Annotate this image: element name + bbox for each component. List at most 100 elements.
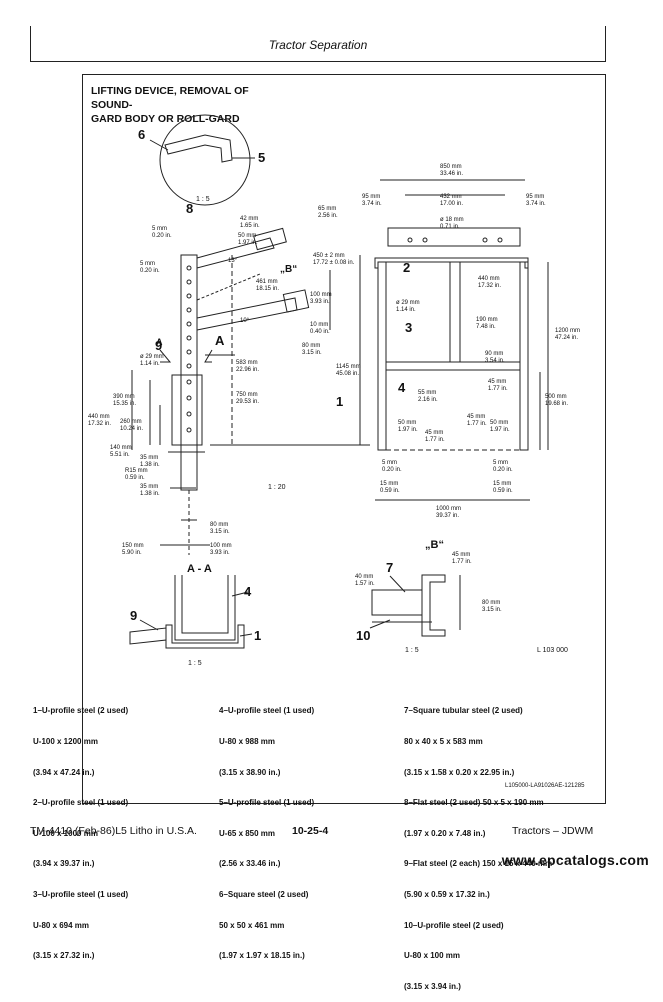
legend-line: 80 x 40 x 5 x 583 mm xyxy=(404,737,483,747)
legend-line: (5.90 x 0.59 x 17.32 in.) xyxy=(404,890,490,900)
dim-15a-in: 0.59 in. xyxy=(380,488,400,494)
figure-title-line-2: GARD BODY OR ROLL-GARD xyxy=(91,113,240,125)
right-leg xyxy=(519,261,529,451)
dim-15a: 15 mm xyxy=(380,481,398,487)
detail-callout-7: 7 xyxy=(386,560,393,575)
dim-45a: 45 mm xyxy=(488,379,506,385)
legend-line: 6–Square steel (2 used) xyxy=(219,890,309,900)
dim-90-in: 3.54 in. xyxy=(485,358,505,364)
lower-arm xyxy=(196,297,298,331)
section-aa-flatbar xyxy=(129,627,167,645)
dim-45c-in: 1.77 in. xyxy=(425,437,445,443)
dim-750-in: 29.53 in. xyxy=(236,399,259,405)
dim-10: 10 mm xyxy=(310,322,328,328)
section-callout-1: 1 xyxy=(254,628,261,643)
dim-583: 583 mm xyxy=(236,360,258,366)
dim-dia29b-in: 1.14 in. xyxy=(396,307,416,313)
dim-461-in: 18.15 in. xyxy=(256,286,279,292)
callout-6: 6 xyxy=(138,127,145,142)
dim-80a: 80 mm xyxy=(302,343,320,349)
dim-390-in: 15.35 in. xyxy=(113,401,136,407)
dim-35b-in: 1.38 in. xyxy=(140,491,160,497)
dim-95-right: 95 mm xyxy=(526,194,544,200)
footer-right: Tractors – JDWM xyxy=(512,825,594,837)
dim-100b-in: 3.93 in. xyxy=(210,550,230,556)
legend-line: U-100 x 1200 mm xyxy=(33,737,98,747)
dim-r15-in: 0.59 in. xyxy=(125,475,145,481)
dim-dia18: ø 18 mm xyxy=(440,217,464,223)
scale-top: 1 : 5 xyxy=(196,196,210,203)
callout-9: 9 xyxy=(155,338,162,353)
dim-5c: 5 mm xyxy=(382,460,397,466)
dim-45b-in: 1.77 in. xyxy=(467,421,487,427)
leader-det-7 xyxy=(389,575,406,593)
legend-line: U-100 x 1000 mm xyxy=(33,828,98,838)
scale-section: 1 : 5 xyxy=(188,660,202,667)
dim-50: 50 mm xyxy=(238,233,256,239)
dim-r15: R15 mm xyxy=(125,468,148,474)
legend-line: (1.97 x 1.97 x 18.15 in.) xyxy=(219,951,305,961)
dim-dia29b: ø 29 mm xyxy=(396,300,420,306)
callout-5: 5 xyxy=(258,150,265,165)
figure-title: LIFTING DEVICE, REMOVAL OF SOUND- GARD B… xyxy=(91,84,291,126)
dim-55: 55 mm xyxy=(418,390,436,396)
dim-440a-in: 17.32 in. xyxy=(88,421,111,427)
dim-850: 850 mm xyxy=(440,164,462,170)
legend-line: 10–U-profile steel (2 used) xyxy=(404,920,504,930)
dim-80c-in: 3.15 in. xyxy=(482,607,502,613)
dim-500-in: 19.68 in. xyxy=(545,401,568,407)
dim-500: 500 mm xyxy=(545,394,567,400)
legend-line: 4–U-profile steel (1 used) xyxy=(219,706,315,716)
arm-end-block xyxy=(253,227,287,251)
dim-583-in: 22.96 in. xyxy=(236,367,259,373)
dim-5d-in: 0.20 in. xyxy=(493,467,513,473)
dim-50b-in: 1.97 in. xyxy=(398,427,418,433)
dim-45a-in: 1.77 in. xyxy=(488,386,508,392)
dim-50c: 50 mm xyxy=(490,420,508,426)
dim-461: 461 mm xyxy=(256,279,278,285)
callout-3: 3 xyxy=(405,320,412,335)
dim-260: 260 mm xyxy=(120,419,142,425)
detail-b-marker: „B“ xyxy=(280,264,297,275)
center-post xyxy=(449,261,461,363)
profile-section-top xyxy=(164,134,233,163)
dim-260-in: 10.24 in. xyxy=(120,426,143,432)
scale-main: 1 : 20 xyxy=(268,484,286,491)
legend-line: (1.97 x 0.20 x 7.48 in.) xyxy=(404,828,486,838)
dim-5b-in: 0.20 in. xyxy=(140,268,160,274)
lower-arm-end xyxy=(282,289,310,313)
callout-8: 8 xyxy=(186,201,193,216)
section-marker-a-right-label: A xyxy=(215,333,225,348)
dim-42-in: 1.65 in. xyxy=(240,223,260,229)
dim-40: 40 mm xyxy=(355,574,373,580)
drawing-reference-code: L105000-LA91026AE-121285 xyxy=(505,783,585,789)
dim-45d-in: 1.77 in. xyxy=(452,559,472,565)
legend-line: 2–U-profile steel (1 used) xyxy=(33,798,129,808)
dim-5c-in: 0.20 in. xyxy=(382,467,402,473)
top-crossbar xyxy=(387,227,521,247)
dim-5a-in: 0.20 in. xyxy=(152,233,172,239)
dim-850-in: 33.46 in. xyxy=(440,171,463,177)
leader-det-10 xyxy=(369,619,391,629)
dim-65-in: 2.56 in. xyxy=(318,213,338,219)
dim-65: 65 mm xyxy=(318,206,336,212)
dim-dia29a-in: 1.14 in. xyxy=(140,361,160,367)
detail-b-label: „B“ xyxy=(425,539,444,551)
dim-450-in: 17.72 ± 0.08 in. xyxy=(313,260,355,266)
figure-title-line-1: LIFTING DEVICE, REMOVAL OF SOUND- xyxy=(91,85,249,111)
left-leg xyxy=(377,261,387,451)
dim-45d: 45 mm xyxy=(452,552,470,558)
dim-150-in: 5.90 in. xyxy=(122,550,142,556)
dim-432-in: 17.00 in. xyxy=(440,201,463,207)
dim-35a: 35 mm xyxy=(140,455,158,461)
dim-1145-in: 45.08 in. xyxy=(336,371,359,377)
dim-35a-in: 1.38 in. xyxy=(140,462,160,468)
angle-10: 10° xyxy=(240,318,250,324)
dim-140: 140 mm xyxy=(110,445,132,451)
leader-6 xyxy=(149,139,169,151)
dim-80a-in: 3.15 in. xyxy=(302,350,322,356)
dim-90: 90 mm xyxy=(485,351,503,357)
angle-13: 13° xyxy=(228,258,238,264)
dim-80b: 80 mm xyxy=(210,522,228,528)
dim-100b: 100 mm xyxy=(210,543,232,549)
